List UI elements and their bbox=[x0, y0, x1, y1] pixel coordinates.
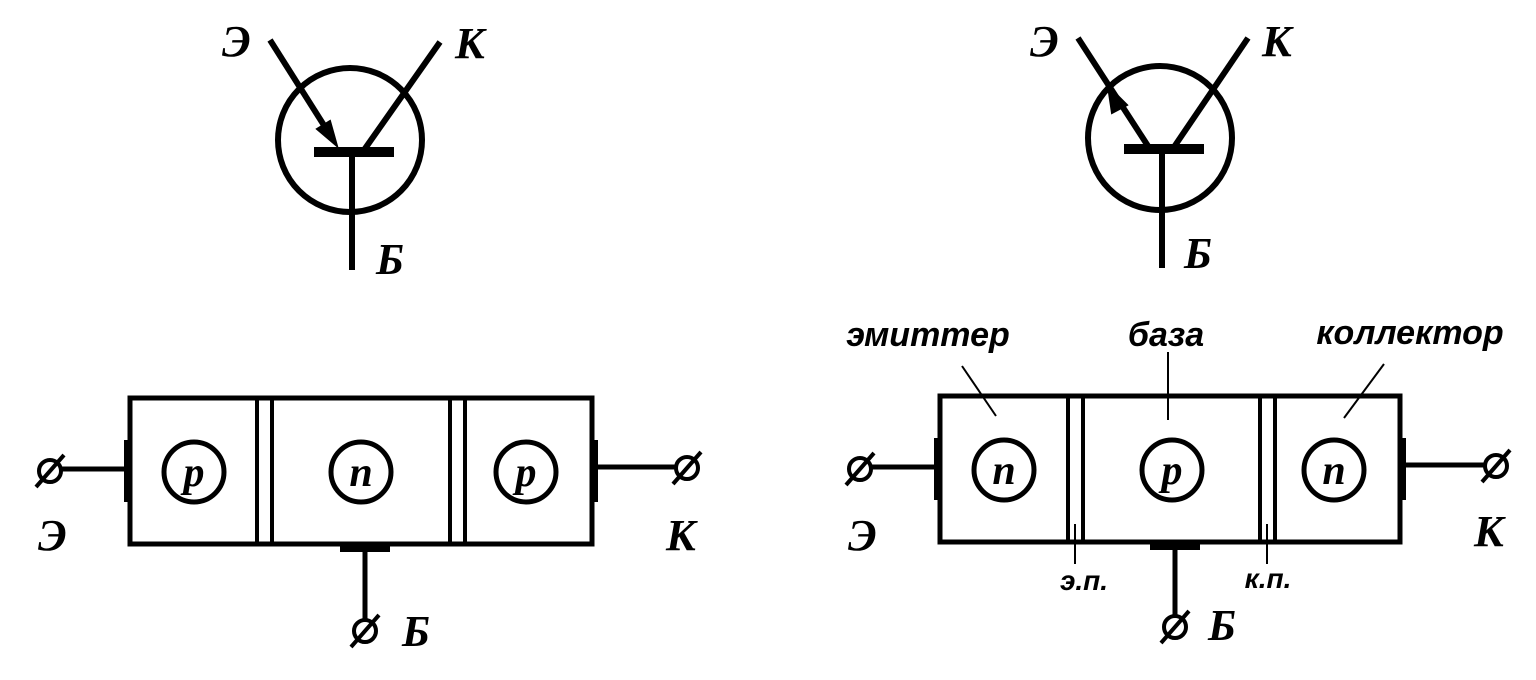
npn-emitter-junction-label: э.п. bbox=[1060, 565, 1108, 596]
pnp-symbol-collector-label: К bbox=[454, 19, 487, 68]
npn-emitter-name: эмиттер bbox=[846, 316, 1010, 354]
pnp-symbol-emitter-label: Э bbox=[222, 17, 251, 66]
pnp-base-terminal-icon bbox=[349, 613, 381, 649]
pnp-region-3-circle bbox=[493, 439, 559, 505]
pnp-region-1-circle bbox=[161, 439, 227, 505]
pnp-symbol bbox=[267, 38, 443, 270]
npn-region-2-circle bbox=[1139, 437, 1205, 503]
npn-emitter-arrow-icon bbox=[1106, 83, 1129, 115]
pnp-structure bbox=[60, 395, 676, 622]
pnp-region-2-label: n bbox=[349, 450, 372, 496]
npn-region-1-circle bbox=[971, 437, 1037, 503]
npn-collector-name: коллектор bbox=[1316, 314, 1503, 352]
npn-base-terminal-icon bbox=[1159, 609, 1191, 645]
pnp-symbol-base-label: Б bbox=[375, 235, 404, 284]
pnp-collector-terminal-icon bbox=[671, 450, 703, 486]
npn-region-3-label: n bbox=[1322, 448, 1345, 494]
pnp-symbol-emitter-lead bbox=[267, 38, 335, 140]
pnp-region-2-circle bbox=[328, 439, 394, 505]
pnp-collector-terminal-label: К bbox=[665, 511, 698, 560]
npn-collector-junction-label: к.п. bbox=[1245, 563, 1292, 594]
npn-emitter-terminal-label: Э bbox=[848, 511, 877, 560]
pnp-emitter-arrow-icon bbox=[315, 119, 339, 149]
npn-symbol-collector-label: К bbox=[1261, 17, 1294, 66]
npn-symbol-collector-lead bbox=[1171, 36, 1251, 149]
pnp-symbol-collector-lead bbox=[361, 40, 443, 152]
pnp-region-1-label: p bbox=[181, 450, 205, 496]
npn-symbol-emitter-label: Э bbox=[1030, 17, 1059, 66]
npn-emitter-name-leader bbox=[961, 365, 997, 417]
pnp-emitter-terminal-icon bbox=[34, 453, 66, 489]
npn-symbol bbox=[1075, 36, 1251, 268]
npn-base-terminal-label: Б bbox=[1207, 601, 1236, 650]
pnp-emitter-terminal-label: Э bbox=[38, 511, 67, 560]
npn-structure bbox=[870, 352, 1486, 618]
npn-emitter-terminal-icon bbox=[844, 451, 876, 487]
npn-collector-terminal-label: К bbox=[1473, 507, 1506, 556]
pnp-region-3-label: p bbox=[513, 450, 537, 496]
npn-region-2-label: p bbox=[1159, 448, 1183, 494]
npn-symbol-base-label: Б bbox=[1183, 229, 1212, 278]
pnp-base-terminal-label: Б bbox=[401, 607, 430, 656]
npn-region-3-circle bbox=[1301, 437, 1367, 503]
npn-collector-name-leader bbox=[1343, 363, 1385, 419]
npn-region-1-label: n bbox=[992, 448, 1015, 494]
npn-collector-terminal-icon bbox=[1480, 448, 1512, 484]
npn-base-name: база bbox=[1128, 316, 1204, 354]
